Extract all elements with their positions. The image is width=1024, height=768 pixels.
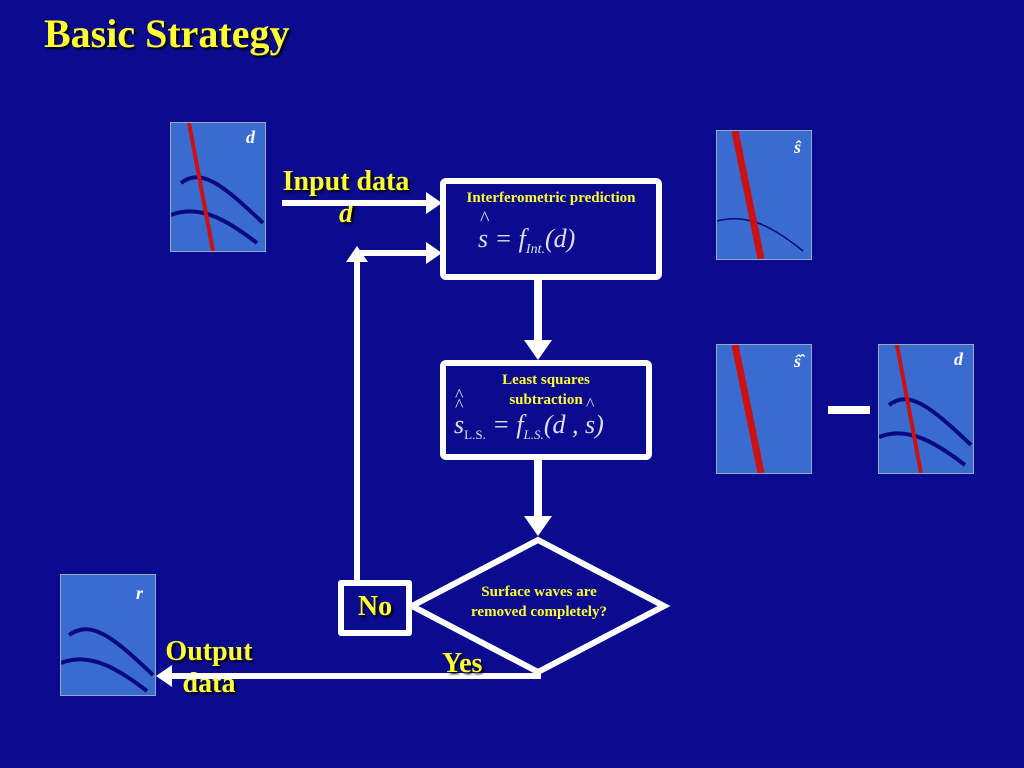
decision-text: Surface waves are removed completely? [456,582,622,622]
interferometric-prediction-box: Interferometric prediction s^ = fInt.(d) [440,178,662,280]
predicted-s-seismogram [717,131,804,259]
page-title: Basic Strategy [44,11,290,56]
panel-letter-r: r [135,583,143,603]
minus-sign [828,406,870,414]
prediction-formula: s^ = fInt.(d) [478,208,576,258]
input-data-label: Input data d [268,166,424,230]
decision-text-line2: removed completely? [471,604,607,620]
yes-label: Yes [442,648,483,679]
input-data-label-line1: Input data [282,166,410,197]
panel-letter-d: d [246,127,255,147]
input-data-panel: d [170,122,266,252]
panel-letter-d-right: d [954,349,963,369]
input-data-seismogram [171,123,265,251]
output-data-label: Output data [150,636,268,700]
panel-letter-s-hat: ŝ [793,137,801,157]
least-squares-subtraction-box: Least squares subtraction s^^L.S. = fL.S… [440,360,652,460]
ls-s-panel: ŝ̂ [716,344,812,474]
subtraction-title-line1: Least squares [502,372,590,388]
no-label-box: No [338,580,412,636]
decision-text-line1: Surface waves are [481,584,597,600]
output-data-label-line1: Output [165,636,253,667]
predicted-s-panel: ŝ [716,130,812,260]
subtraction-formula: s^^L.S. = fL.S.(d , s^) [454,385,604,443]
no-label: No [357,591,393,622]
output-r-seismogram [61,627,155,693]
ls-s-seismogram [731,345,765,473]
ls-d-seismogram [879,345,973,473]
output-r-panel: r [60,574,156,696]
prediction-title: Interferometric prediction [466,190,636,206]
panel-letter-s-double-hat: ŝ̂ [793,351,801,371]
subtraction-title-line2: subtraction [509,392,583,408]
ls-d-panel: d [878,344,974,474]
